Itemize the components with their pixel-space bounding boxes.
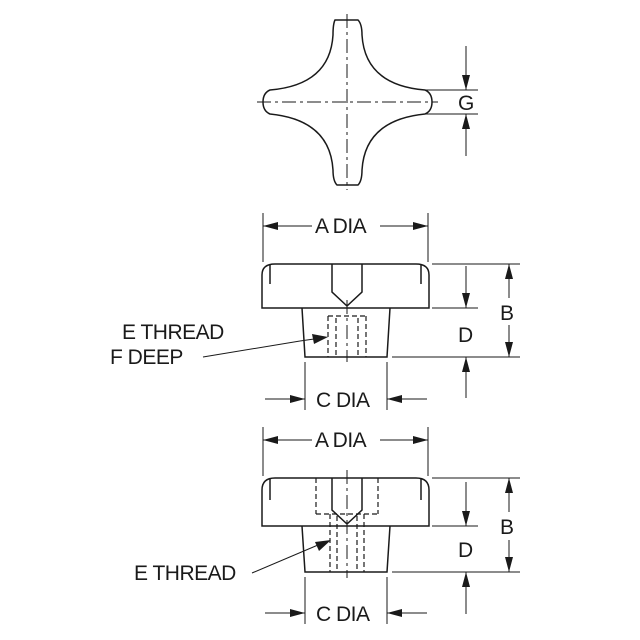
e-thread-callout-lower: E THREAD bbox=[134, 540, 331, 585]
through-thread-hole bbox=[315, 470, 379, 578]
side-view-blind-thread: A DIA B bbox=[110, 213, 520, 412]
e-thread-label-lower: E THREAD bbox=[134, 562, 236, 585]
d-label-upper: D bbox=[458, 324, 473, 347]
a-dia-label-upper: A DIA bbox=[315, 215, 367, 238]
e-thread-label-upper: E THREAD bbox=[122, 321, 224, 344]
blind-thread-hole bbox=[327, 300, 367, 362]
f-deep-label: F DEEP bbox=[110, 346, 183, 369]
b-label-upper: B bbox=[500, 302, 514, 325]
four-lobe-knob-outline bbox=[262, 19, 433, 186]
side-view-through-thread: A DIA B bbox=[134, 427, 520, 626]
center-lobe-ridge-upper bbox=[331, 264, 363, 308]
top-view: G bbox=[257, 14, 478, 190]
b-label-lower: B bbox=[500, 516, 514, 539]
knob-head-outline-upper bbox=[261, 263, 430, 309]
g-label: G bbox=[458, 92, 474, 115]
g-dimension: G bbox=[425, 46, 478, 156]
knob-hub-outline-upper bbox=[301, 307, 391, 358]
a-dia-dimension-upper: A DIA bbox=[262, 213, 429, 262]
c-dia-label-lower: C DIA bbox=[316, 603, 370, 626]
a-dia-dimension-lower: A DIA bbox=[262, 427, 429, 476]
c-dia-dimension-lower: C DIA bbox=[265, 577, 427, 626]
b-dimension-lower: B bbox=[392, 477, 520, 573]
a-dia-label-lower: A DIA bbox=[315, 429, 367, 452]
b-dimension-upper: B bbox=[392, 263, 520, 358]
c-dia-label-upper: C DIA bbox=[316, 389, 370, 412]
d-label-lower: D bbox=[458, 539, 473, 562]
e-thread-f-deep-callout: E THREAD F DEEP bbox=[110, 321, 328, 369]
knob-head-outline-lower bbox=[261, 477, 430, 527]
d-dimension-upper: D bbox=[432, 266, 478, 398]
c-dia-dimension-upper: C DIA bbox=[265, 362, 427, 412]
knob-hub-outline-lower bbox=[301, 525, 391, 573]
d-dimension-lower: D bbox=[432, 482, 478, 614]
